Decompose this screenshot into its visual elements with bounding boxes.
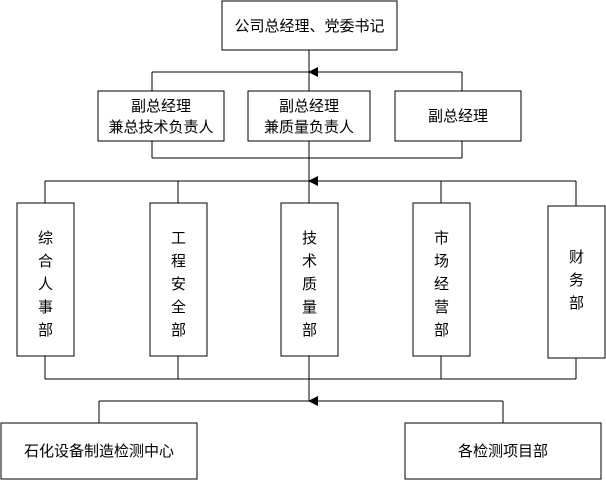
node-dept-marketing-char: 部: [434, 321, 449, 339]
node-deputy-technical: 副总经理 兼总技术负责人: [97, 90, 225, 142]
node-dept-tech-quality-char: 部: [302, 321, 317, 339]
node-dept-safety-char: 程: [171, 252, 186, 270]
node-dept-finance-char: 财: [569, 248, 584, 266]
node-dept-safety-char: 全: [171, 298, 186, 316]
node-deputy-technical-line-1: 副总经理: [131, 97, 191, 115]
node-deputy-quality-line-2: 兼质量负责人: [264, 118, 354, 136]
node-dept-hr: 综 合 人 事 部: [16, 202, 75, 357]
node-dept-safety-char: 部: [171, 321, 186, 339]
node-dept-safety: 工 程 安 全 部: [149, 202, 208, 357]
node-dept-finance: 财 务 部: [547, 205, 606, 359]
node-deputy-quality-line-1: 副总经理: [279, 97, 339, 115]
node-deputy-general-label: 副总经理: [428, 107, 488, 125]
node-dept-marketing-char: 市: [434, 229, 449, 247]
node-dept-finance-char: 务: [569, 271, 584, 289]
node-deputy-quality: 副总经理 兼质量负责人: [247, 90, 371, 142]
node-project-departments: 各检测项目部: [404, 422, 602, 480]
node-general-manager-label: 公司总经理、党委书记: [234, 17, 384, 35]
node-dept-hr-char: 部: [38, 321, 53, 339]
node-dept-safety-char: 工: [171, 229, 186, 247]
node-dept-safety-char: 安: [171, 275, 186, 293]
node-dept-finance-char: 部: [569, 294, 584, 312]
node-dept-tech-quality-char: 量: [302, 298, 317, 316]
node-dept-tech-quality-char: 质: [302, 275, 317, 293]
node-dept-tech-quality-char: 技: [302, 229, 317, 247]
node-dept-tech-quality-char: 术: [302, 252, 317, 270]
node-testing-center-label: 石化设备制造检测中心: [24, 442, 174, 460]
node-dept-hr-char: 综: [38, 229, 53, 247]
node-dept-hr-char: 合: [38, 252, 53, 270]
node-dept-hr-char: 事: [38, 298, 53, 316]
node-dept-marketing-char: 营: [434, 298, 449, 316]
node-deputy-technical-line-2: 兼总技术负责人: [108, 118, 213, 136]
node-dept-marketing-char: 场: [434, 252, 449, 270]
node-dept-marketing-char: 经: [434, 275, 449, 293]
node-dept-tech-quality: 技 术 质 量 部: [280, 202, 339, 357]
node-testing-center: 石化设备制造检测中心: [0, 422, 198, 480]
node-dept-marketing: 市 场 经 营 部: [412, 202, 471, 357]
node-general-manager: 公司总经理、党委书记: [221, 0, 398, 51]
node-dept-hr-char: 人: [38, 275, 53, 293]
node-deputy-general: 副总经理: [394, 90, 522, 142]
node-project-departments-label: 各检测项目部: [458, 442, 548, 460]
